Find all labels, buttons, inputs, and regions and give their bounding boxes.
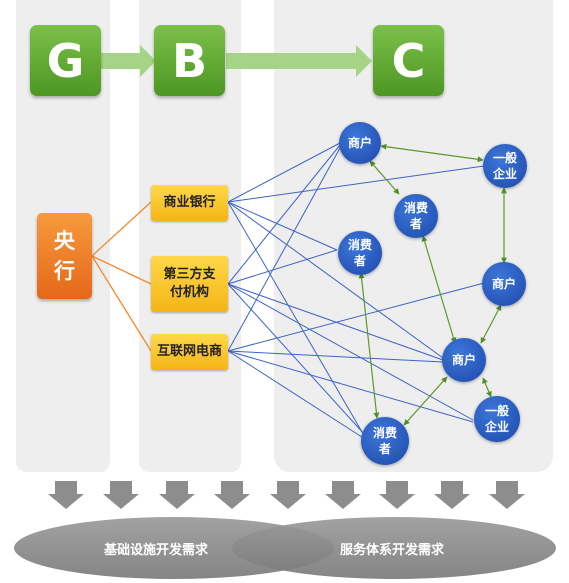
c-tile: C xyxy=(373,25,444,96)
down-arrows xyxy=(48,481,525,509)
c-node-links xyxy=(358,143,507,426)
b-box-internet-ecommerce: 互联网电商 xyxy=(151,334,228,370)
g-tile: G xyxy=(30,25,101,96)
arrow-g-to-b xyxy=(101,45,156,77)
c-node-consumer-3: 消费者 xyxy=(361,417,409,465)
arrow-b-to-c xyxy=(226,45,372,77)
c-node-consumer-1: 消费者 xyxy=(394,194,438,238)
c-node-consumer-2: 消费者 xyxy=(338,231,382,275)
b-box-commercial-bank: 商业银行 xyxy=(151,185,228,221)
c-node-merchant-1: 商户 xyxy=(339,122,381,164)
c-node-enterprise-1: 一般企业 xyxy=(483,144,527,188)
c-node-merchant-3: 商户 xyxy=(442,338,486,382)
c-node-merchant-2: 商户 xyxy=(482,262,526,306)
service-label: 服务体系开发需求 xyxy=(340,543,445,558)
central-bank-label: 央行 xyxy=(54,229,75,283)
b-to-c-links xyxy=(227,142,485,440)
central-bank-links xyxy=(91,201,152,352)
service-ellipse xyxy=(232,517,556,579)
b-box-third-party-payment: 第三方支付机构 xyxy=(151,256,228,312)
infrastructure-label: 基础设施开发需求 xyxy=(104,543,209,558)
b-tile: B xyxy=(154,25,225,96)
central-bank-box: 央行 xyxy=(37,213,92,299)
flow-arrows xyxy=(101,45,372,77)
c-node-enterprise-2: 一般企业 xyxy=(474,396,520,442)
